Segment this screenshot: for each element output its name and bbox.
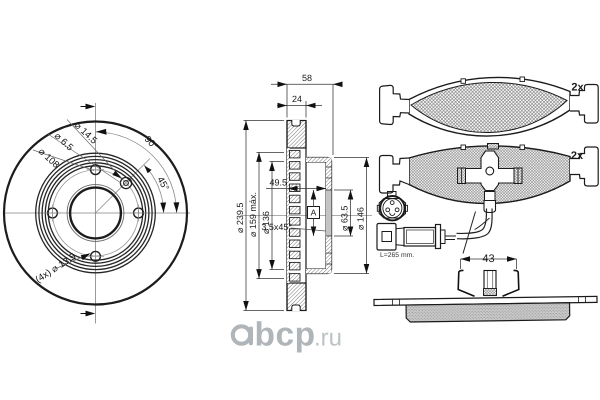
svg-text:⌀ 146: ⌀ 146: [356, 207, 366, 230]
svg-text:2x: 2x: [571, 82, 584, 94]
svg-text:43: 43: [482, 253, 494, 265]
svg-text:.ru: .ru: [314, 324, 342, 351]
svg-text:⌀ 63.5: ⌀ 63.5: [340, 206, 350, 231]
svg-text:49.5: 49.5: [269, 178, 287, 188]
svg-text:⌀ 159 máx.: ⌀ 159 máx.: [248, 192, 258, 237]
svg-text:bcp: bcp: [255, 316, 316, 353]
svg-text:A: A: [311, 208, 317, 218]
svg-text:24: 24: [292, 94, 302, 104]
svg-text:2x: 2x: [571, 150, 584, 162]
svg-text:L=265 mm.: L=265 mm.: [380, 252, 414, 259]
svg-text:58: 58: [302, 73, 312, 83]
svg-text:⌀ 239.5: ⌀ 239.5: [235, 203, 245, 233]
svg-text:3.5x45°: 3.5x45°: [261, 222, 292, 232]
svg-text:⌀ 136: ⌀ 136: [261, 211, 271, 234]
